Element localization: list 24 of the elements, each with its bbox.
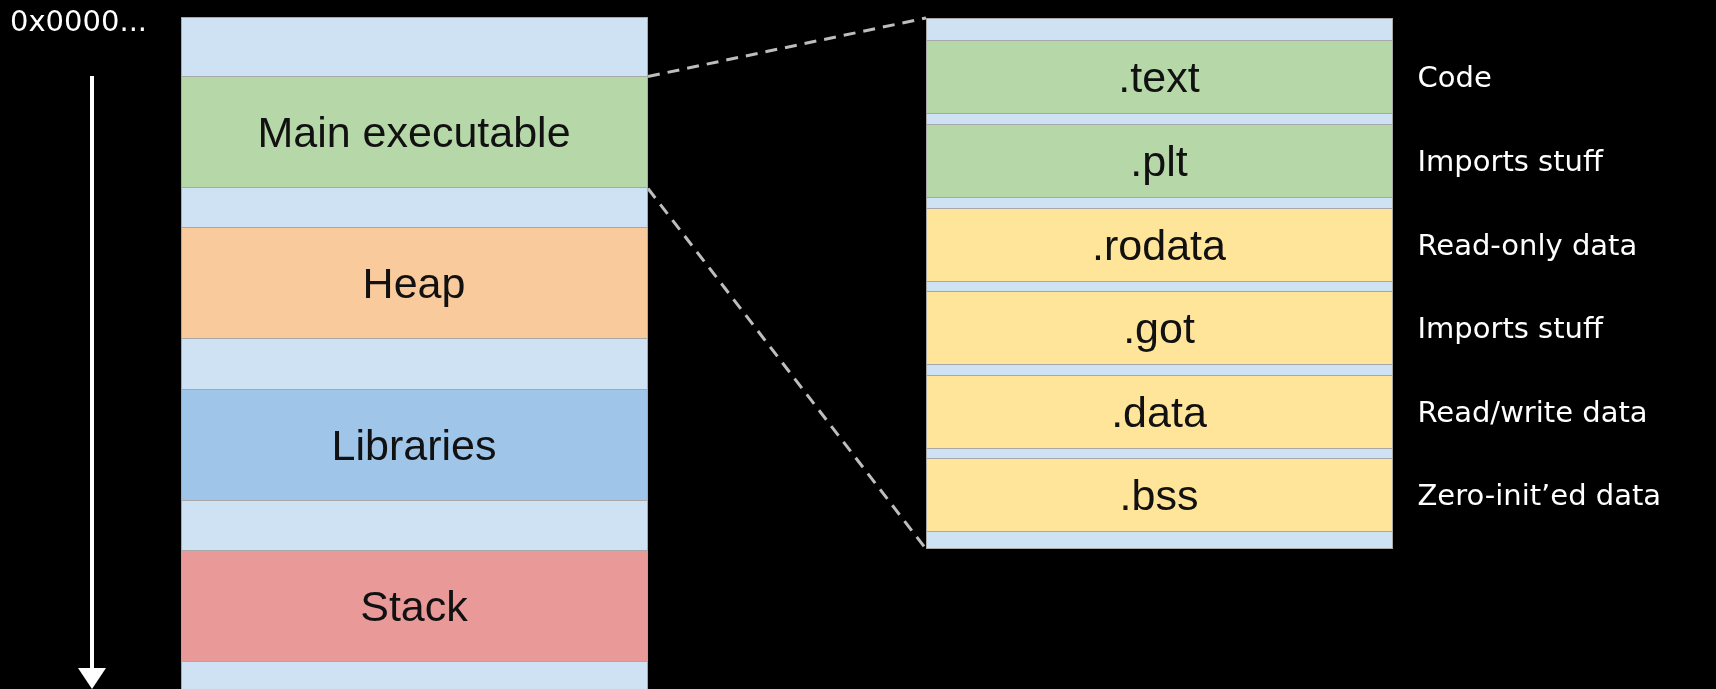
section-description: Read-only data — [1417, 228, 1638, 262]
section-description: Imports stuff — [1417, 144, 1603, 178]
section-description: Read/write data — [1417, 395, 1648, 429]
region-label: .bss — [1119, 470, 1199, 520]
region-label: .plt — [1130, 136, 1188, 186]
address-label: 0x0000... — [10, 4, 148, 38]
region-label: Stack — [360, 581, 468, 631]
section-description: Imports stuff — [1417, 311, 1603, 345]
region-label: Main executable — [257, 107, 571, 157]
region-label: .rodata — [1092, 220, 1226, 270]
region-label: .data — [1111, 387, 1207, 437]
dashed-zoom-line — [646, 187, 928, 550]
dashed-zoom-line — [647, 16, 927, 78]
region-label: Heap — [362, 258, 466, 308]
region-label: Libraries — [331, 420, 497, 470]
memory-region — [180, 389, 648, 501]
section-description: Code — [1417, 60, 1492, 94]
memory-region — [180, 227, 648, 339]
section-description: Zero-init’ed data — [1417, 478, 1662, 512]
memory-region — [180, 550, 648, 662]
region-label: .text — [1118, 52, 1200, 102]
region-label: .got — [1123, 303, 1195, 353]
memory-column — [181, 17, 648, 689]
memory-region — [180, 76, 648, 188]
